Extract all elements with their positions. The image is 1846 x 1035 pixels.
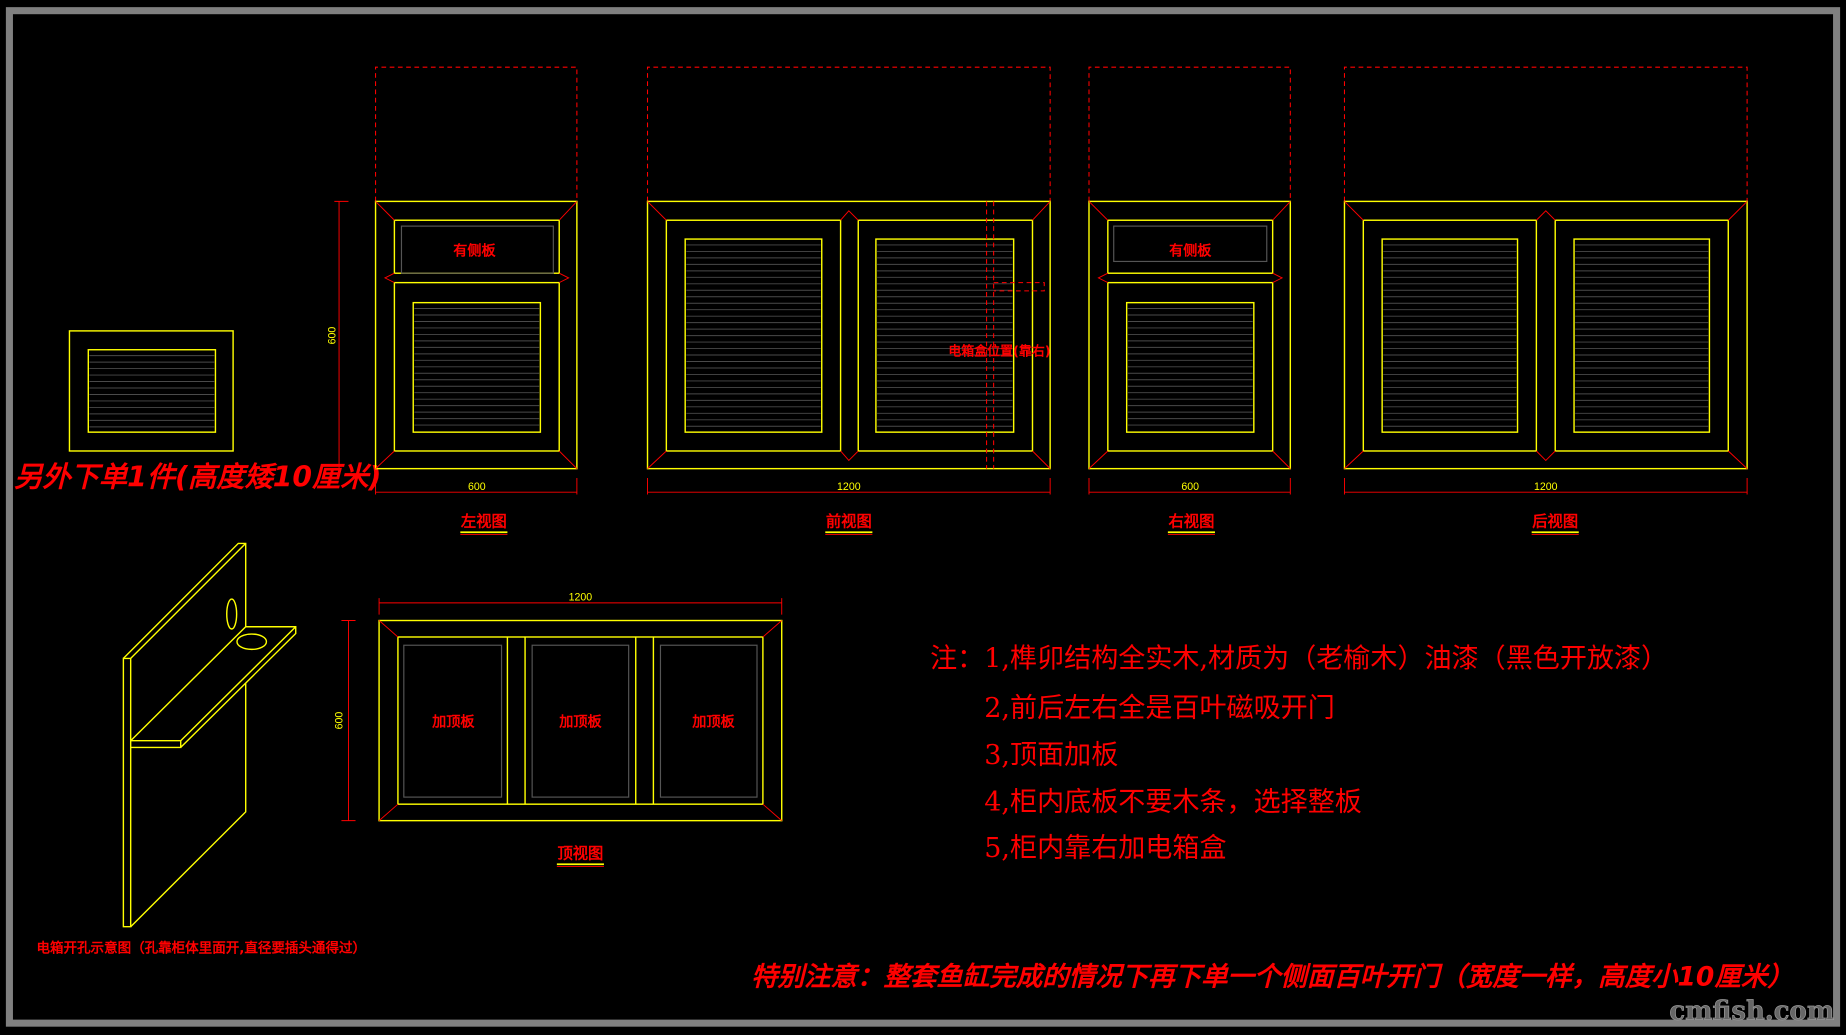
note-1: 注：1,榫卯结构全实木,材质为（老榆木）油漆（黑色开放漆） (930, 644, 1668, 675)
top-panel-label-3: 加顶板 (691, 713, 735, 730)
note-3: 3,顶面加板 (984, 740, 1118, 771)
top-view: 加顶板 加顶板 加顶板 1200 600 顶视图 (334, 591, 783, 868)
note-5: 5,柜内靠右加电箱盒 (984, 833, 1226, 864)
top-panel-label-1: 加顶板 (431, 713, 475, 730)
louver-slats (686, 244, 821, 427)
extra-panel-note: 另外下单1件(高度矮10厘米) (14, 460, 381, 493)
louver-slats (877, 244, 1013, 427)
front-view: 电箱盒位置(靠右) 1200 前视图 (646, 66, 1051, 536)
note-2: 2,前后左右全是百叶磁吸开门 (984, 693, 1335, 724)
louver-slats (89, 355, 215, 428)
note-4: 4,柜内底板不要木条，选择整板 (984, 787, 1362, 818)
watermark: cmfish.com (1669, 997, 1834, 1027)
louver-slats (414, 308, 540, 426)
right-width-dim: 600 (1181, 481, 1199, 493)
louver-slats (1383, 244, 1517, 427)
notes: 注：1,榫卯结构全实木,材质为（老榆木）油漆（黑色开放漆） 2,前后左右全是百叶… (930, 644, 1668, 865)
top-width-dim: 1200 (569, 591, 593, 603)
top-view-title: 顶视图 (557, 844, 603, 862)
right-drawer-label: 有侧板 (1169, 243, 1212, 260)
back-width-dim: 1200 (1534, 481, 1558, 493)
top-height-dim: 600 (334, 712, 346, 730)
extra-louver-panel (68, 330, 234, 452)
left-drawer-label: 有侧板 (453, 243, 496, 260)
back-view-title: 后视图 (1532, 512, 1578, 530)
front-width-dim: 1200 (837, 481, 861, 493)
iso-hole-sketch (122, 542, 297, 928)
top-panel-label-2: 加顶板 (558, 713, 602, 730)
front-view-title: 前视图 (826, 512, 872, 530)
louver-slats (1575, 244, 1709, 427)
left-width-dim: 600 (468, 481, 486, 493)
right-view: 有侧板 600 右视图 (1088, 66, 1292, 536)
back-view: 1200 后视图 (1343, 66, 1748, 536)
left-view: 有侧板 600 600 左视图 (327, 66, 578, 536)
louver-slats (1127, 308, 1253, 426)
iso-caption: 电箱开孔示意图（孔靠柜体里面开,直径要插头通得过） (36, 940, 366, 957)
drawing-frame (5, 7, 1841, 1027)
electric-box-label: 电箱盒位置(靠右) (948, 344, 1050, 360)
left-height-dim: 600 (327, 327, 339, 345)
left-view-title: 左视图 (460, 512, 507, 530)
right-view-title: 右视图 (1168, 512, 1214, 530)
special-note: 特别注意：整套鱼缸完成的情况下再下单一个侧面百叶开门（宽度一样，高度小10厘米） (751, 961, 1794, 992)
